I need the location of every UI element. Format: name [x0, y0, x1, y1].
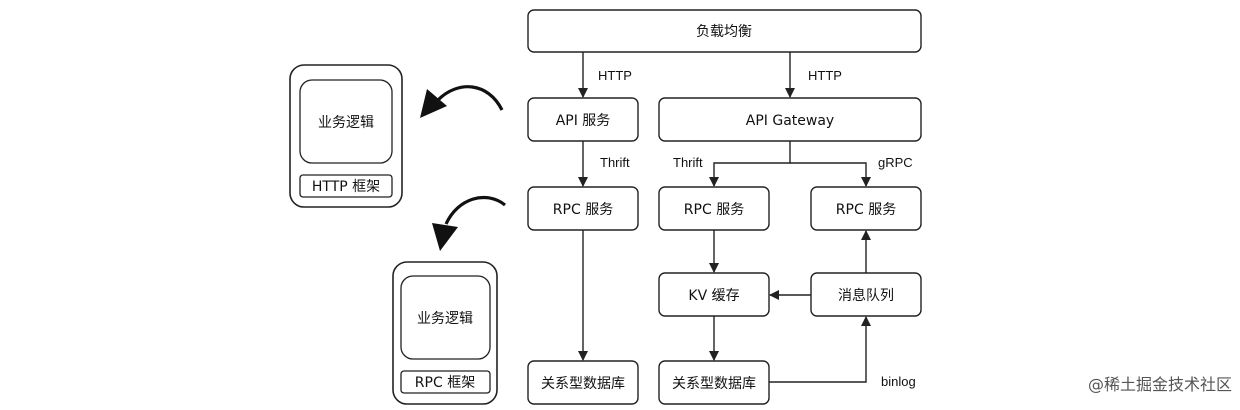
- curved-arrow-to-http-stack: [420, 85, 504, 118]
- http-stack-framework-box: [299, 174, 393, 198]
- rpc-stack-framework-box: [400, 370, 491, 394]
- relational-db-left-box: [527, 360, 639, 405]
- rpc-service-left-label: RPC 服务: [553, 202, 613, 218]
- arrow-gateway-to-rpc-mid: [709, 141, 791, 187]
- edge-label-http-left: HTTP: [598, 68, 632, 83]
- http-stack-framework-label: HTTP 框架: [312, 179, 380, 195]
- curved-arrow-to-rpc-stack: [432, 195, 506, 251]
- rpc-service-right-label: RPC 服务: [836, 202, 896, 218]
- api-gateway-label: API Gateway: [746, 113, 834, 129]
- edge-label-thrift-mid: Thrift: [673, 155, 703, 170]
- relational-db-left-label: 关系型数据库: [541, 376, 625, 392]
- rpc-stack-logic-box: [400, 275, 491, 360]
- http-stack-legend: 业务逻辑 HTTP 框架: [289, 64, 403, 208]
- arrow-gateway-to-rpc-right: [790, 162, 871, 187]
- load-balancer-label: 负载均衡: [696, 24, 752, 40]
- rpc-stack-logic-label: 业务逻辑: [417, 311, 473, 327]
- rpc-stack-legend: 业务逻辑 RPC 框架: [392, 261, 498, 405]
- edge-label-grpc: gRPC: [878, 155, 913, 170]
- http-stack-logic-box: [299, 79, 393, 164]
- watermark-text: @稀土掘金技术社区: [1088, 375, 1232, 394]
- rpc-stack-framework-label: RPC 框架: [415, 375, 475, 391]
- edge-label-http-right: HTTP: [808, 68, 842, 83]
- kv-cache-label: KV 缓存: [688, 288, 739, 304]
- message-queue-label: 消息队列: [838, 287, 894, 304]
- relational-db-right-label: 关系型数据库: [672, 376, 756, 392]
- rpc-service-mid-label: RPC 服务: [684, 202, 744, 218]
- edge-label-binlog: binlog: [881, 374, 916, 389]
- edge-label-thrift-left: Thrift: [600, 155, 630, 170]
- arrow-db-right-to-mq: [769, 316, 871, 383]
- http-stack-logic-label: 业务逻辑: [318, 115, 374, 131]
- api-service-label: API 服务: [556, 113, 611, 129]
- load-balancer-box: [527, 9, 922, 53]
